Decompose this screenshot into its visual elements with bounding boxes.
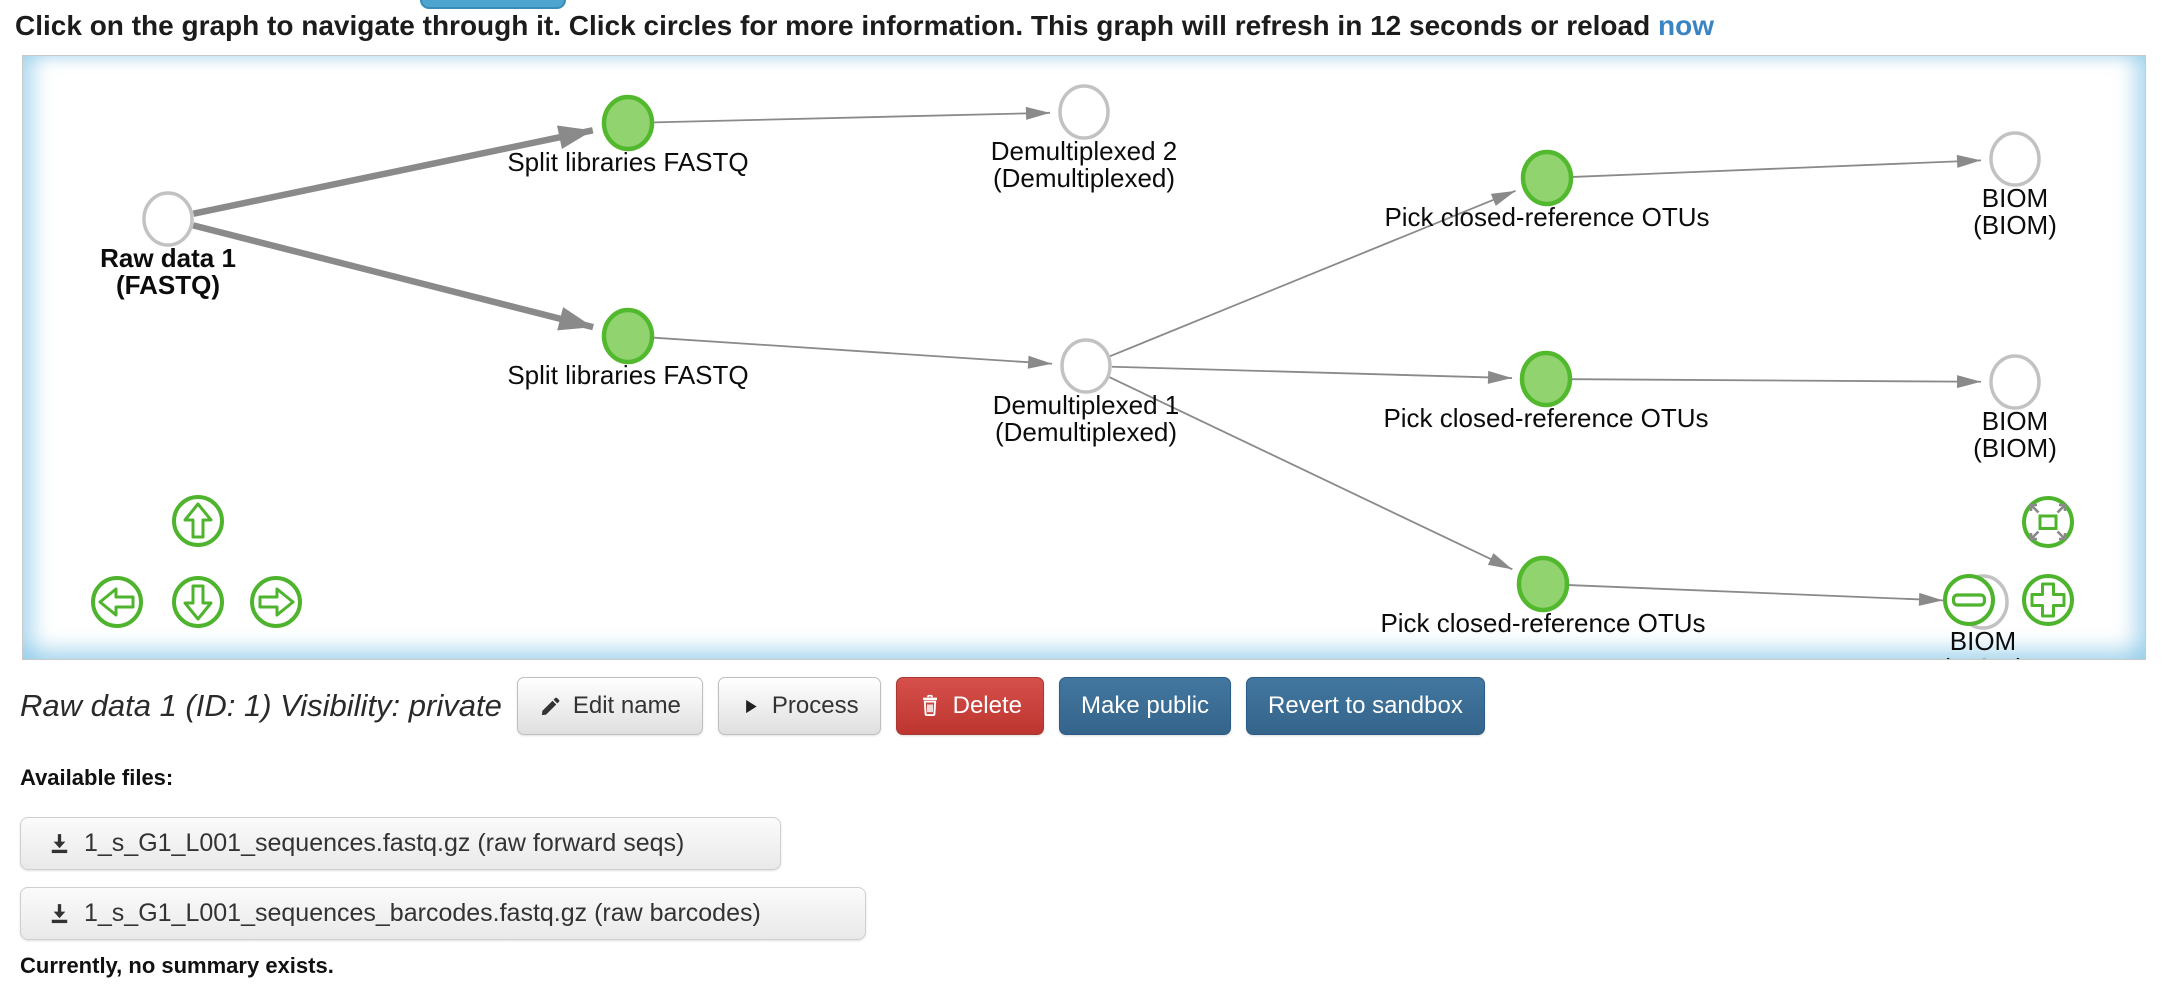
graph-node-label-pick-top: Pick closed-reference OTUs bbox=[1384, 202, 1709, 232]
arrow-up-icon bbox=[172, 495, 224, 547]
graph-edge-split-bottom-to-demux-1 bbox=[653, 336, 1053, 369]
graph-node-pick-mid[interactable] bbox=[1519, 350, 1573, 408]
summary-status-text: Currently, no summary exists. bbox=[20, 953, 334, 978]
graph-zoom-fit-button[interactable] bbox=[2020, 494, 2076, 550]
graph-zoom-in-button[interactable] bbox=[2020, 572, 2076, 628]
edit-name-button[interactable]: Edit name bbox=[516, 677, 703, 735]
arrow-left-icon bbox=[91, 576, 143, 628]
graph-node-biom-top[interactable] bbox=[1989, 131, 2041, 187]
play-icon bbox=[746, 699, 757, 713]
arrow-down-icon bbox=[172, 576, 224, 628]
download-icon bbox=[51, 904, 68, 924]
revert-to-sandbox-label: Revert to sandbox bbox=[1268, 692, 1463, 719]
graph-node-label-biom-top: BIOM(BIOM) bbox=[1973, 183, 2057, 240]
clipped-tab-button[interactable] bbox=[420, 0, 566, 9]
reload-now-link[interactable]: now bbox=[1658, 10, 1714, 41]
refresh-countdown: 12 bbox=[1370, 10, 1402, 41]
graph-node-demux-1[interactable] bbox=[1060, 338, 1112, 394]
file-label: 1_s_G1_L001_sequences.fastq.gz (raw forw… bbox=[84, 829, 685, 857]
graph-nav-down-button[interactable] bbox=[170, 574, 226, 630]
graph-zoom-out-button[interactable] bbox=[1941, 572, 1997, 628]
graph-nav-up-button[interactable] bbox=[170, 493, 226, 549]
edit-name-label: Edit name bbox=[572, 692, 681, 719]
processing-graph-canvas[interactable]: Raw data 1(FASTQ) Split libraries FASTQ Sp… bbox=[23, 56, 2145, 659]
graph-node-split-top[interactable] bbox=[601, 94, 655, 152]
artifact-action-bar: Raw data 1 (ID: 1) Visibility: private E… bbox=[20, 677, 1485, 735]
graph-node-label-demux-1: Demultiplexed 1(Demultiplexed) bbox=[993, 390, 1179, 447]
graph-edge-pick-mid-to-biom-mid bbox=[1571, 375, 1982, 389]
graph-node-label-split-top: Split libraries FASTQ bbox=[507, 147, 748, 177]
make-public-label: Make public bbox=[1080, 692, 1210, 719]
instruction-suffix: seconds or reload bbox=[1401, 10, 1658, 41]
revert-to-sandbox-button[interactable]: Revert to sandbox bbox=[1246, 677, 1485, 735]
graph-node-label-split-bottom: Split libraries FASTQ bbox=[507, 360, 748, 390]
graph-node-pick-bottom[interactable] bbox=[1516, 555, 1570, 613]
graph-node-biom-mid[interactable] bbox=[1989, 354, 2041, 410]
plus-icon bbox=[2022, 574, 2074, 626]
download-forward-seqs-button[interactable]: 1_s_G1_L001_sequences.fastq.gz (raw forw… bbox=[20, 817, 781, 870]
available-files-heading: Available files: bbox=[20, 765, 174, 790]
instruction-prefix: Click on the graph to navigate through i… bbox=[15, 10, 1371, 41]
file-label: 1_s_G1_L001_sequences_barcodes.fastq.gz … bbox=[84, 899, 761, 927]
graph-node-label-pick-mid: Pick closed-reference OTUs bbox=[1383, 403, 1708, 433]
graph-node-split-bottom[interactable] bbox=[601, 307, 655, 365]
graph-edge-demux-1-to-pick-top bbox=[1109, 190, 1516, 358]
delete-button[interactable]: Delete bbox=[895, 677, 1044, 735]
pencil-icon bbox=[541, 697, 560, 715]
arrow-right-icon bbox=[250, 576, 302, 628]
graph-nav-right-button[interactable] bbox=[248, 574, 304, 630]
graph-node-label-biom-bottom: BIOM(BIOM) bbox=[1941, 626, 2025, 659]
graph-instruction-text: Click on the graph to navigate through i… bbox=[15, 10, 1714, 42]
graph-edge-demux-1-to-pick-mid bbox=[1111, 365, 1513, 384]
graph-nav-left-button[interactable] bbox=[89, 574, 145, 630]
graph-edge-raw-data-1-to-split-bottom bbox=[192, 222, 594, 331]
download-icon bbox=[51, 834, 68, 854]
delete-label: Delete bbox=[952, 692, 1022, 719]
process-label: Process bbox=[771, 692, 859, 719]
graph-edge-pick-bottom-to-biom-bottom bbox=[1568, 584, 1944, 606]
graph-node-pick-top[interactable] bbox=[1520, 149, 1574, 207]
graph-edge-raw-data-1-to-split-top bbox=[192, 125, 594, 217]
graph-node-label-demux-2: Demultiplexed 2(Demultiplexed) bbox=[991, 136, 1177, 193]
graph-node-demux-2[interactable] bbox=[1058, 84, 1110, 140]
processing-graph-panel[interactable]: Raw data 1(FASTQ) Split libraries FASTQ Sp… bbox=[22, 55, 2146, 660]
graph-node-label-biom-mid: BIOM(BIOM) bbox=[1973, 406, 2057, 463]
graph-node-label-raw-data-1: Raw data 1(FASTQ) bbox=[100, 243, 236, 300]
graph-edge-demux-1-to-pick-bottom bbox=[1109, 376, 1513, 571]
graph-node-raw-data-1[interactable] bbox=[142, 191, 194, 247]
make-public-button[interactable]: Make public bbox=[1058, 677, 1232, 735]
graph-edge-split-top-to-demux-2 bbox=[653, 106, 1051, 124]
download-barcodes-button[interactable]: 1_s_G1_L001_sequences_barcodes.fastq.gz … bbox=[20, 887, 866, 940]
fit-to-screen-icon bbox=[2022, 496, 2074, 548]
process-button[interactable]: Process bbox=[717, 677, 881, 735]
artifact-title: Raw data 1 (ID: 1) Visibility: private bbox=[20, 688, 502, 723]
trash-icon bbox=[922, 694, 937, 717]
graph-edge-pick-top-to-biom-top bbox=[1572, 154, 1982, 178]
minus-icon bbox=[1943, 574, 1995, 626]
graph-node-label-pick-bottom: Pick closed-reference OTUs bbox=[1380, 608, 1705, 638]
